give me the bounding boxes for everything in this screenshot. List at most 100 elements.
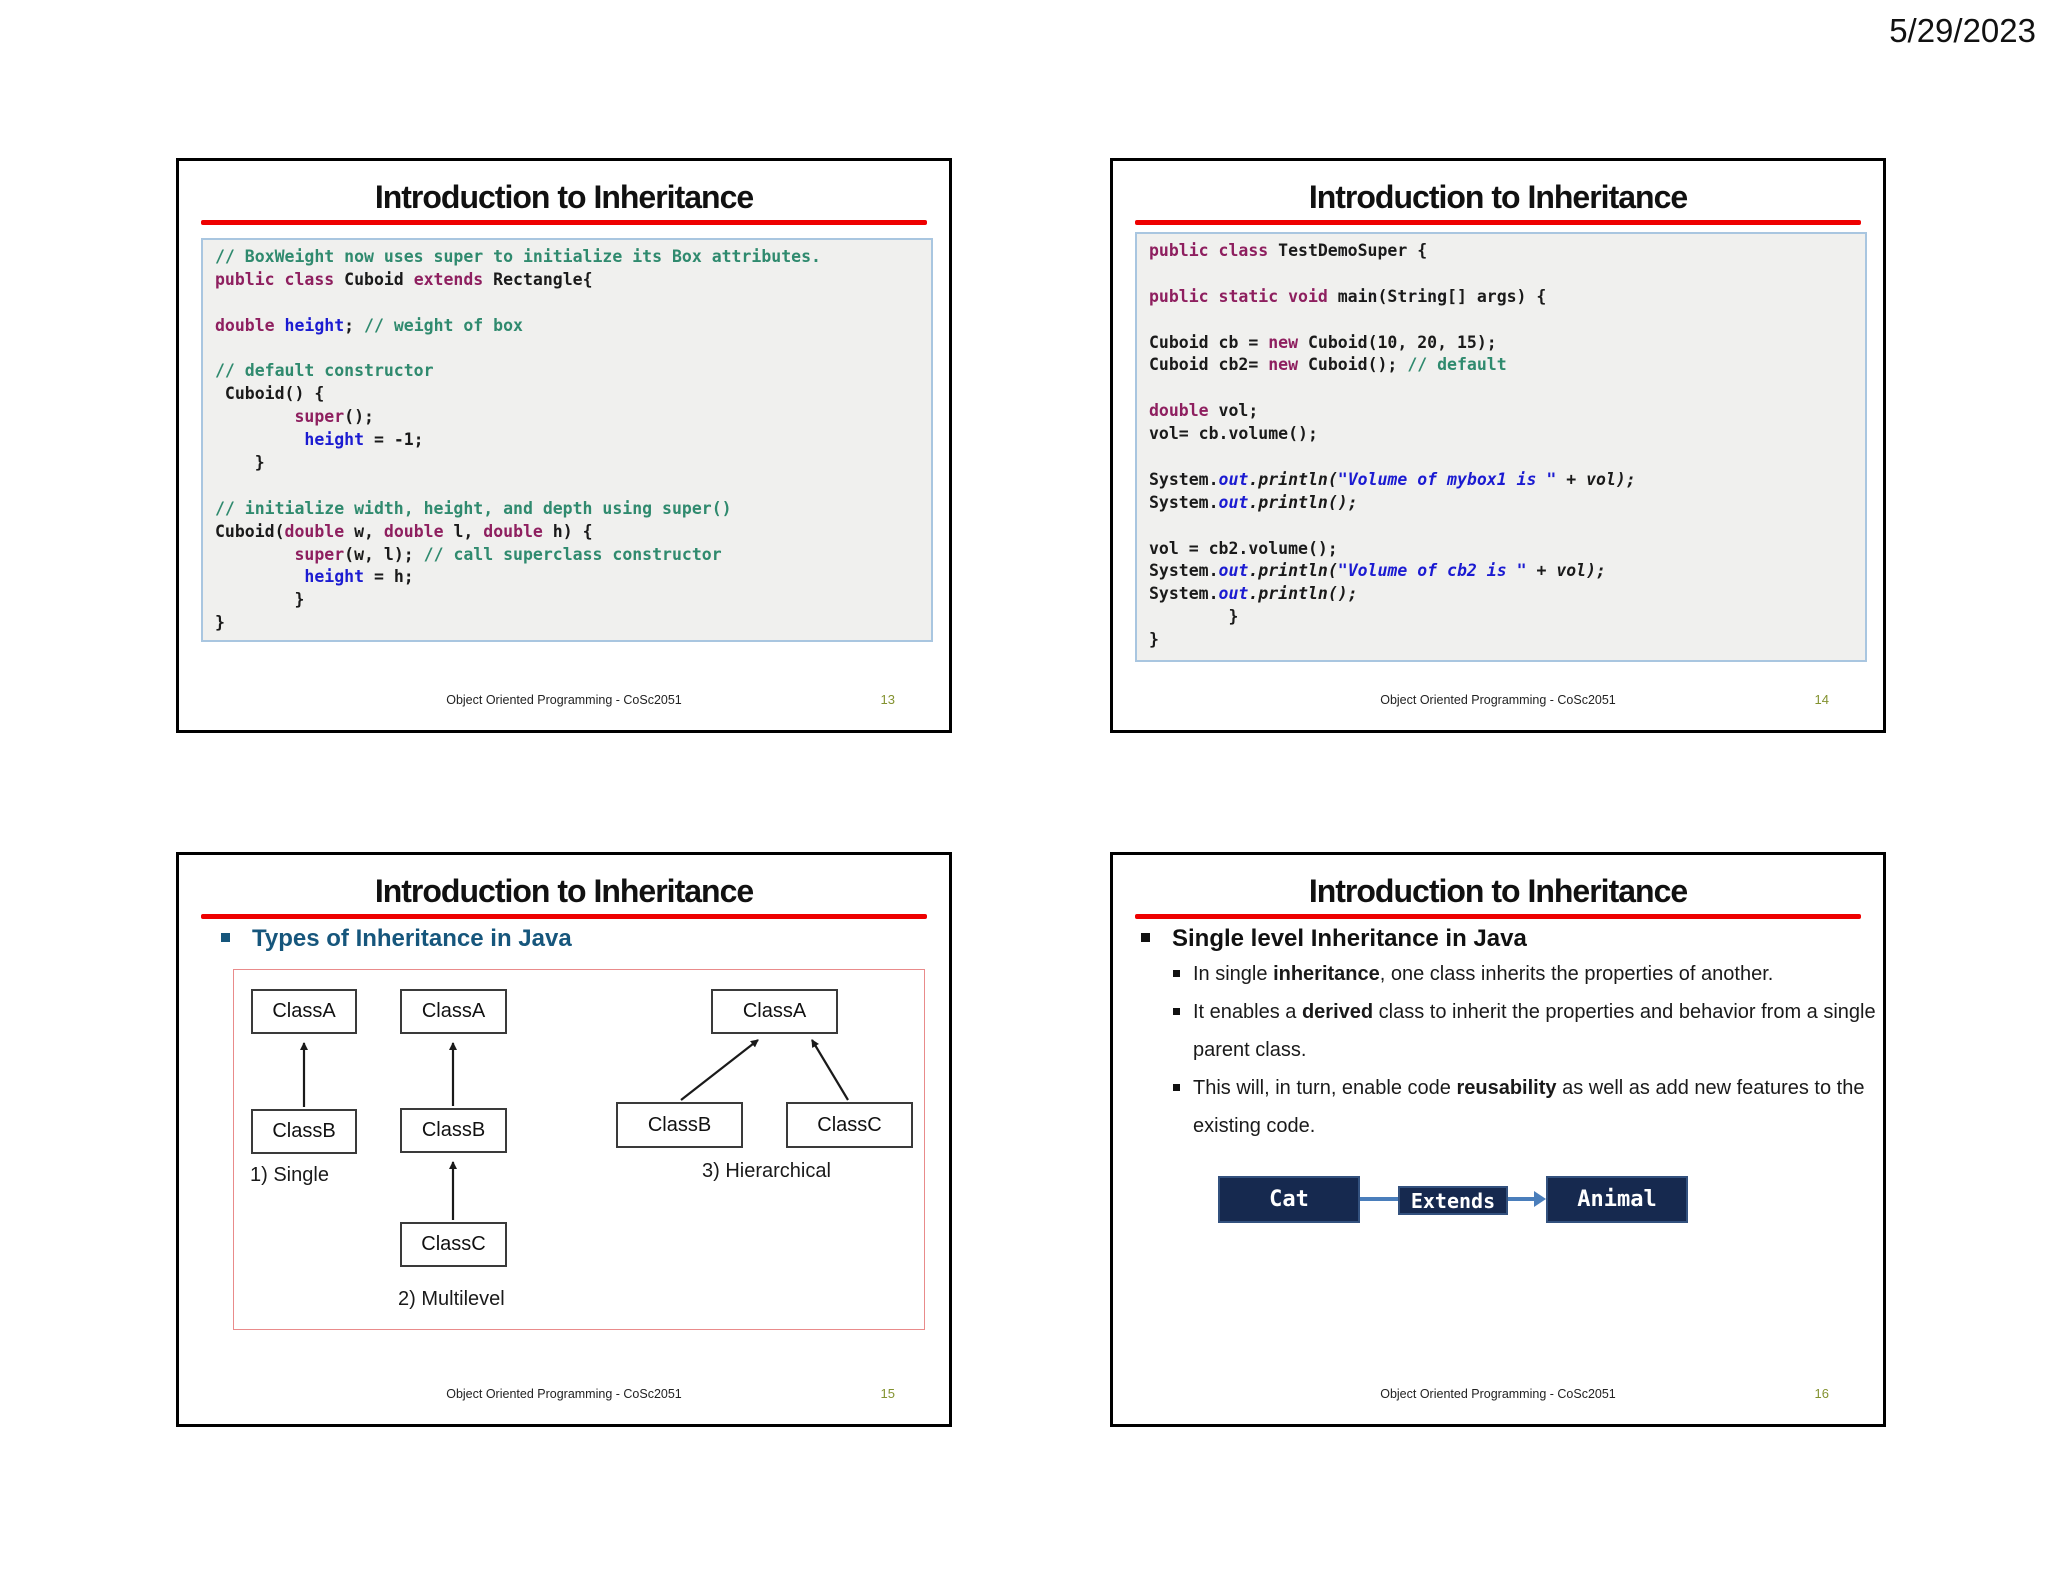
code-token: Cuboid( (215, 521, 285, 541)
footer-text: Object Oriented Programming - CoSc2051 (446, 1387, 682, 1401)
code-line: Cuboid cb2= new Cuboid(); // default (1149, 355, 1853, 378)
code-line: Cuboid(double w, double l, double h) { (215, 522, 919, 545)
code-token: height (284, 315, 345, 335)
diagram-label-multilevel: 2) Multilevel (398, 1288, 505, 1310)
code-line: System.out.println(); (1149, 493, 1853, 516)
code-token: TestDemoSuper { (1278, 241, 1428, 260)
flow-box-extends: Extends (1398, 1186, 1508, 1215)
page-number: 15 (880, 1386, 895, 1401)
title-underline (1135, 220, 1861, 225)
slide-title: Introduction to Inheritance (374, 179, 754, 215)
code-token: System. (1149, 584, 1219, 604)
code-token (215, 545, 294, 564)
code-token: Cuboid(); (1298, 355, 1408, 375)
code-token: double (483, 521, 543, 541)
text-token: class to inherit the properties and beha… (1193, 1001, 1876, 1061)
code-token: } (215, 590, 305, 610)
code-line: // BoxWeight now uses super to initializ… (215, 247, 919, 270)
footer-text: Object Oriented Programming - CoSc2051 (1380, 693, 1616, 707)
code-line (1149, 516, 1853, 539)
section-heading: Types of Inheritance in Java (221, 925, 572, 953)
code-line: public class Cuboid extends Rectangle{ (215, 270, 919, 293)
code-token: + vol); (1556, 469, 1636, 489)
code-line (1149, 447, 1853, 470)
code-token: + vol); (1526, 561, 1606, 581)
flow-arrowhead-icon (1534, 1191, 1546, 1207)
slide-title: Introduction to Inheritance (1308, 873, 1688, 909)
class-box-hierarchical-parent: ClassA (711, 989, 838, 1034)
square-bullet-icon (1173, 1008, 1180, 1015)
code-line: height = -1; (215, 430, 919, 453)
square-bullet-icon (221, 933, 230, 942)
code-token (215, 567, 304, 586)
code-token: System. (1149, 492, 1219, 512)
code-token: vol = cb2.volume(); (1149, 538, 1338, 558)
code-token: // weight of box (364, 315, 523, 335)
code-line: double vol; (1149, 401, 1853, 424)
bullet-text: It enables a derived class to inherit th… (1193, 1001, 1876, 1061)
class-box-hierarchical-left-child: ClassB (616, 1102, 743, 1148)
text-token: , one class inherits the properties of a… (1379, 963, 1774, 985)
code-line: } (215, 453, 919, 476)
text-token: as well as add new features to the exist… (1193, 1077, 1865, 1137)
code-token: .println(); (1248, 584, 1358, 604)
code-token: h) { (542, 521, 593, 541)
code-token: height (304, 430, 365, 450)
code-line: System.out.println(); (1149, 584, 1853, 607)
code-line: public static void main(String[] args) { (1149, 287, 1853, 310)
code-token: // call superclass constructor (423, 544, 722, 564)
code-token: (w, l); (344, 544, 424, 564)
code-token (215, 407, 294, 426)
code-token: // default constructor (215, 361, 434, 381)
code-line: // initialize width, height, and depth u… (215, 499, 919, 522)
code-line (1149, 378, 1853, 401)
square-bullet-icon (1141, 933, 1150, 942)
code-token: vol; (1208, 401, 1259, 421)
code-token: out (1218, 584, 1249, 604)
code-block: public class TestDemoSuper { public stat… (1135, 232, 1867, 662)
arrow-hierarchical-right (811, 1039, 849, 1101)
code-token: Cuboid (344, 269, 414, 289)
code-line (215, 476, 919, 499)
code-line (1149, 310, 1853, 333)
bullet-list: In single inheritance, one class inherit… (1173, 955, 1889, 1145)
code-token: out (1218, 469, 1249, 489)
code-token: w, (344, 521, 384, 541)
page-number: 14 (1814, 692, 1829, 707)
code-token: out (1218, 492, 1249, 512)
class-box-single-parent: ClassA (251, 989, 357, 1034)
slide-16: Introduction to Inheritance Single level… (1110, 852, 1886, 1427)
code-token: } (215, 453, 265, 473)
code-line: Cuboid cb = new Cuboid(10, 20, 15); (1149, 333, 1853, 356)
flow-box-animal: Animal (1546, 1176, 1688, 1223)
code-token: double (383, 521, 444, 541)
footer-text: Object Oriented Programming - CoSc2051 (1380, 1387, 1616, 1401)
page-number: 16 (1814, 1386, 1829, 1401)
inheritance-arrows (300, 1039, 849, 1220)
date-label: 5/29/2023 (1889, 12, 2036, 49)
footer-text: Object Oriented Programming - CoSc2051 (446, 693, 682, 707)
code-line: super(); (215, 407, 919, 430)
code-token: = h; (364, 567, 414, 587)
code-token: } (1149, 607, 1239, 627)
code-token: "Volume of mybox1 is " (1337, 469, 1557, 489)
code-token: = -1; (364, 430, 424, 450)
code-token: out (1218, 561, 1249, 581)
code-line: vol = cb2.volume(); (1149, 539, 1853, 562)
code-token: public class (215, 269, 345, 289)
code-line: height = h; (215, 567, 919, 590)
code-block: // BoxWeight now uses super to initializ… (201, 238, 933, 642)
code-token: public class (1149, 241, 1279, 260)
bullet-text: This will, in turn, enable code reusabil… (1193, 1077, 1864, 1137)
code-line: System.out.println("Volume of cb2 is " +… (1149, 561, 1853, 584)
code-token: .println(); (1248, 492, 1358, 512)
code-token: System. (1149, 561, 1219, 581)
code-token: System. (1149, 469, 1219, 489)
code-token: (); (344, 407, 374, 427)
code-token: Rectangle{ (493, 269, 593, 289)
code-line: Cuboid() { (215, 384, 919, 407)
code-line: vol= cb.volume(); (1149, 424, 1853, 447)
code-token: extends (413, 269, 494, 289)
code-line: } (1149, 607, 1853, 630)
